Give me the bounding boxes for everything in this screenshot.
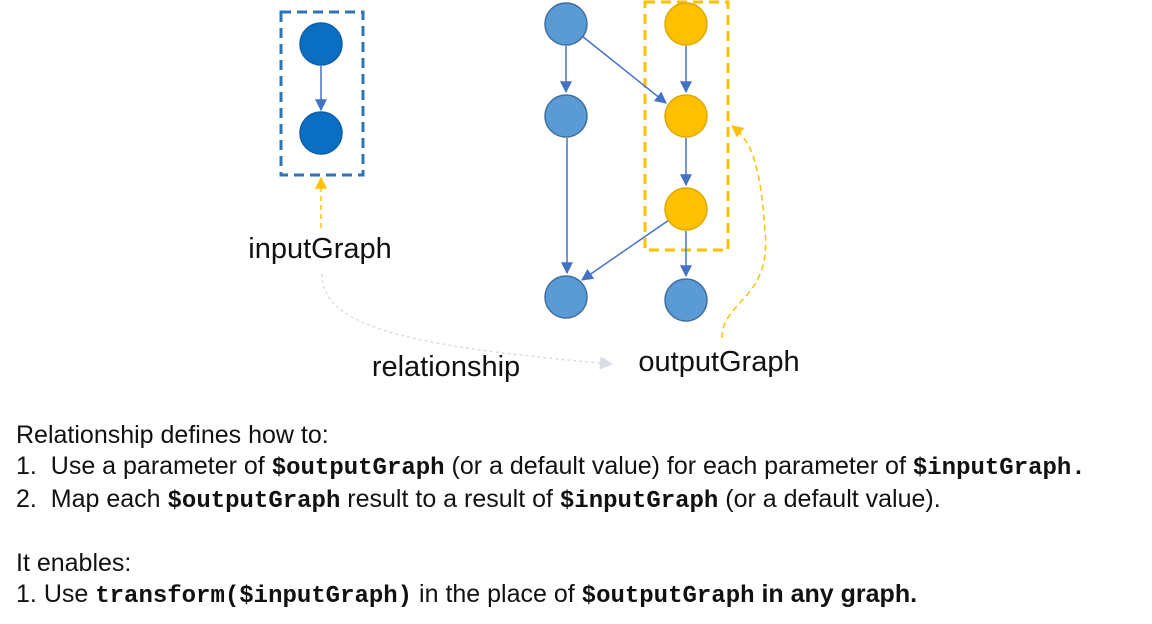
output-node-3 [664,187,708,231]
input-node-top [299,22,343,66]
node-a2 [544,94,588,138]
item-number: 2. [16,485,37,513]
output-node-1 [664,2,708,46]
item-text: in the place of [419,580,575,608]
list-item-2: 2. Map each $outputGraph result to a res… [16,484,1146,517]
code-output-graph: $outputGraph [581,583,755,610]
code-transform: transform($inputGraph) [95,583,413,610]
item-text: (or a default value). [725,485,941,513]
item-text: (or a default value) for each parameter … [451,452,906,480]
node-a3 [544,275,588,319]
input-graph-box [279,10,365,177]
list-item-3: 1. Use transform($inputGraph) in the pla… [16,579,1146,612]
item-text: result to a result of [347,485,553,513]
input-graph-label: inputGraph [248,233,392,265]
intro-line: Relationship defines how to: [16,421,329,449]
relationship-label: relationship [372,351,520,383]
node-a1 [544,2,588,46]
code-input-graph: $inputGraph. [912,455,1086,482]
edge-a1-o2 [581,35,667,104]
output-node-2 [664,94,708,138]
enables-line: It enables: [16,549,132,577]
output-graph-label: outputGraph [638,346,799,378]
item-text: Use [43,580,89,608]
edge-o3-a3 [581,219,670,281]
item-number: 1. [16,580,37,608]
output-label-arrow [721,125,767,339]
input-node-bottom [299,111,343,155]
item-number: 1. [16,452,37,480]
code-input-graph: $inputGraph [559,488,719,515]
relationship-arrow [321,273,614,370]
item-text: Use a parameter of [50,452,265,480]
code-output-graph: $outputGraph [167,488,341,515]
code-output-graph: $outputGraph [271,455,445,482]
list-item-1: 1. Use a parameter of $outputGraph (or a… [16,451,1146,484]
node-o4 [664,278,708,322]
diagram-canvas: inputGraph relationship outputGraph [248,0,800,383]
item-text: Map each [50,485,161,513]
emphasis-text: in any graph. [761,580,918,608]
description-text: Relationship defines how to: 1. Use a pa… [16,420,1146,612]
